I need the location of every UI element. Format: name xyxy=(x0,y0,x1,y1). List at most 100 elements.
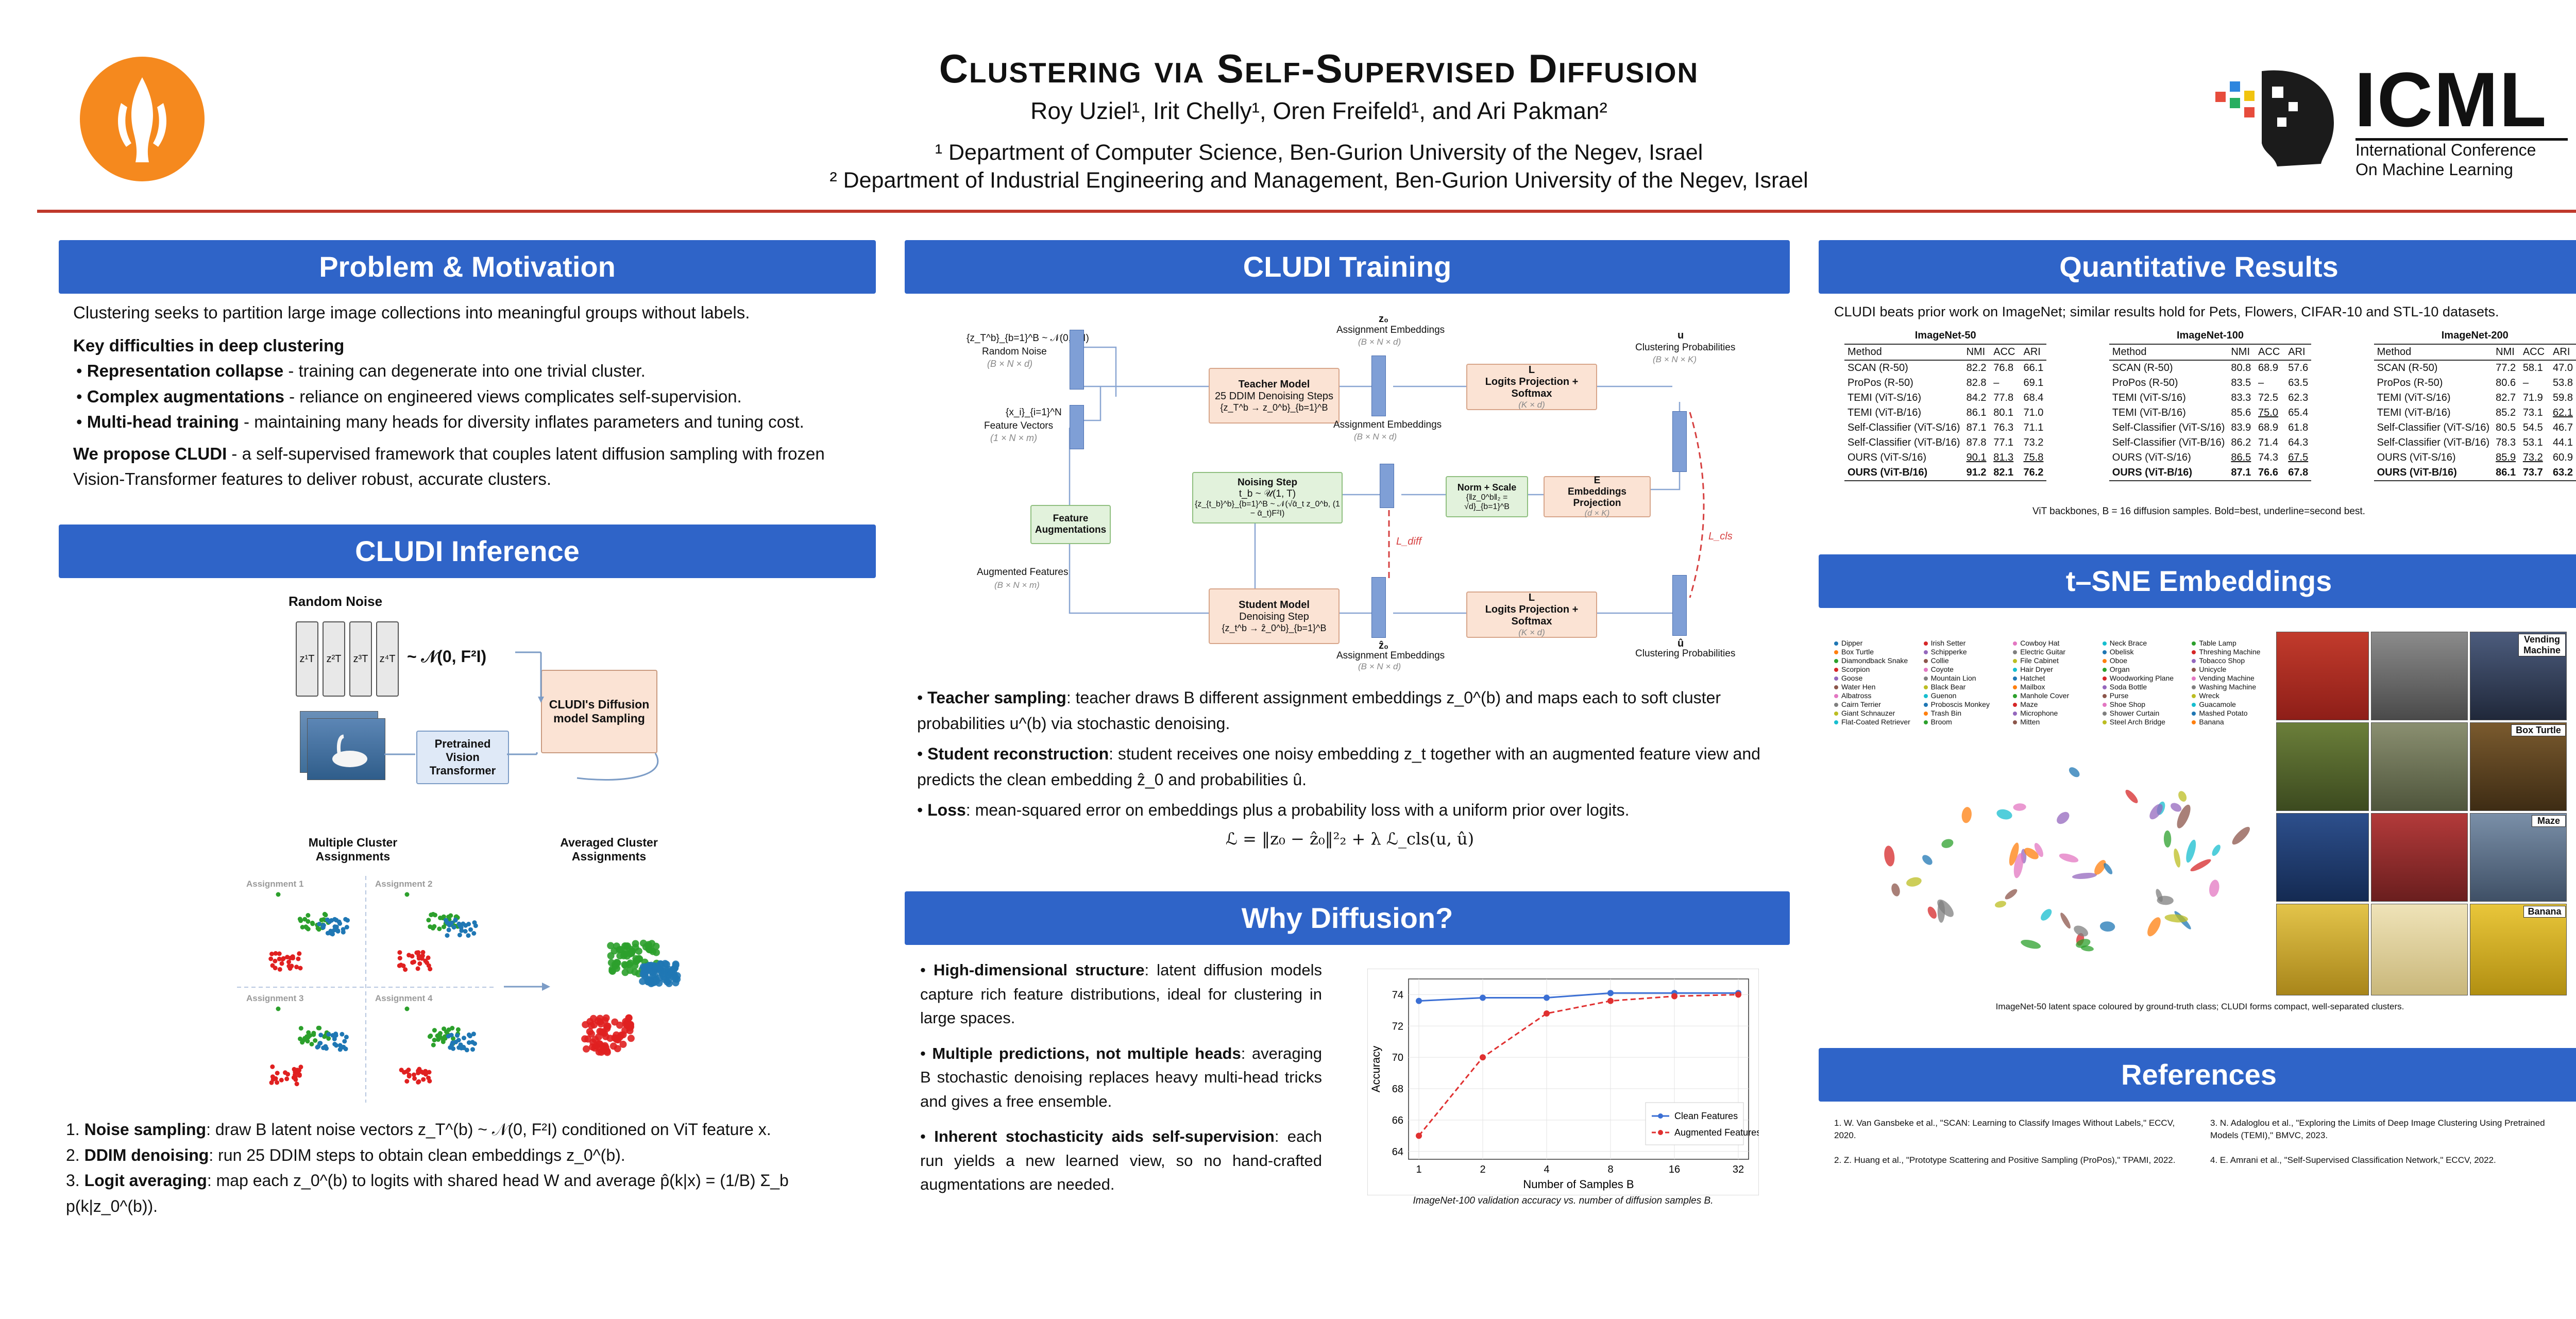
legend-entry: Organ xyxy=(2102,665,2188,674)
averaged-point xyxy=(622,942,630,950)
assignment-point xyxy=(420,950,426,955)
table-cell: 87.1 xyxy=(1966,422,1987,433)
legend-label: Banana xyxy=(2199,718,2224,726)
difficulty-item: • Multi-head training - maintaining many… xyxy=(76,412,804,431)
tsne-cluster xyxy=(2024,848,2039,859)
augmented-features-label: Augmented Features xyxy=(977,567,1069,578)
assignment-point xyxy=(412,959,416,965)
tsne-cluster xyxy=(2125,789,2138,803)
tsne-cluster xyxy=(2190,859,2211,872)
problem-heading: Problem & Motivation xyxy=(59,240,876,294)
data-point xyxy=(1480,1054,1486,1061)
legend-dot xyxy=(2192,720,2196,724)
assignment-point xyxy=(289,963,294,969)
tsne-cluster xyxy=(2059,853,2079,863)
assignment-point xyxy=(442,1026,447,1031)
turtle-label: Box Turtle xyxy=(2511,724,2566,736)
assignment-embeddings-mid: Assignment Embeddings xyxy=(1333,419,1442,430)
proposal: We propose CLUDI - a self-supervised fra… xyxy=(73,444,825,489)
legend-label: Washing Machine xyxy=(2199,683,2257,691)
legend-entry: Broom xyxy=(1923,718,2009,726)
table-cell: 63.2 xyxy=(2550,465,2576,481)
table-cell: 54.5 xyxy=(2522,422,2543,433)
averaged-point xyxy=(648,940,656,948)
table-cell: 86.1 xyxy=(2493,465,2520,481)
assignment-point xyxy=(411,1072,416,1077)
u-tensor-bar xyxy=(1672,411,1687,472)
legend-label: Schipperke xyxy=(1930,648,1967,656)
legend-entry: Obelisk xyxy=(2102,648,2188,656)
turtle-photo-2 xyxy=(2371,722,2468,811)
assignment-point xyxy=(276,1006,281,1011)
legend-entry: Washing Machine xyxy=(2192,683,2277,691)
bullet-item: • Teacher sampling: teacher draws B diff… xyxy=(917,688,1721,733)
problem-section: Clustering seeks to partition large imag… xyxy=(73,300,867,492)
averaged-point xyxy=(626,967,634,974)
legend-dot xyxy=(2192,650,2196,654)
tsne-caption: ImageNet-50 latent space coloured by gro… xyxy=(1995,1002,2404,1011)
assignment-point xyxy=(279,961,284,966)
assignment-point xyxy=(315,1045,320,1050)
table-cell: Self-Classifier (ViT-B/16) xyxy=(2112,437,2225,448)
table-header-cell: NMI xyxy=(2493,344,2520,361)
legend-entry: Guacamole xyxy=(2192,700,2277,709)
assignment-point xyxy=(318,1033,324,1038)
data-point xyxy=(1607,990,1614,996)
icml-subtitle-2: On Machine Learning xyxy=(2355,160,2513,179)
legend-entry: Shower Curtain xyxy=(2102,709,2188,718)
tsne-plot xyxy=(1855,737,2277,974)
legend-label: Hair Dryer xyxy=(2020,665,2053,673)
legend-dot xyxy=(2013,677,2018,681)
table-cell: 87.1 xyxy=(2228,465,2256,481)
assignment-point xyxy=(446,927,451,933)
table-cell: 86.5 xyxy=(2231,452,2251,463)
tsne-cluster xyxy=(2212,844,2221,856)
legend-label: Guacamole xyxy=(2199,700,2236,708)
legend-dot xyxy=(1923,685,1928,689)
assignment-point xyxy=(397,956,402,961)
bullet-item: • Multiple predictions, not multiple hea… xyxy=(920,1044,1322,1110)
assignment-point xyxy=(428,924,433,929)
turtle-photo-3 xyxy=(2470,722,2567,811)
tsne-cluster xyxy=(2076,939,2091,948)
bullet-item: • Student reconstruction: student receiv… xyxy=(917,745,1760,789)
poster-title: Clustering via Self-Supervised Diffusion xyxy=(939,46,1699,91)
table-cell: ProPos (R-50) xyxy=(1848,377,1913,388)
legend-entry: Guenon xyxy=(1923,691,2009,700)
assignment-point xyxy=(284,1076,290,1081)
legend-entry: Manhole Cover xyxy=(2013,691,2098,700)
clustering-probs-top: Clustering Probabilities xyxy=(1635,342,1736,353)
legend-label: Collie xyxy=(1930,656,1949,665)
legend-entry: Mailbox xyxy=(2013,683,2098,691)
table-cell: OURS (ViT-B/16) xyxy=(2109,465,2228,481)
legend-entry: Oboe xyxy=(2102,656,2188,665)
table-row: ProPos (R-50)80.6–53.8 xyxy=(2374,376,2576,391)
legend-label: Maze xyxy=(2020,700,2038,708)
table-cell: 85.2 xyxy=(2496,407,2516,418)
table-cell: TEMI (ViT-S/16) xyxy=(1848,392,1921,403)
data-point xyxy=(1607,997,1614,1004)
assignment-point xyxy=(306,919,311,924)
legend-dot xyxy=(1923,677,1928,681)
assignment-1-label: Assignment 1 xyxy=(246,879,304,889)
noise-latent-2: z²T xyxy=(323,621,345,697)
legend-dot xyxy=(2013,659,2018,663)
table-cell: 82.2 xyxy=(1966,362,1987,374)
legend-label: Mitten xyxy=(2020,718,2040,726)
table-cell: 68.4 xyxy=(2023,392,2044,403)
assignment-point xyxy=(468,927,473,932)
assignment-point xyxy=(344,925,349,929)
averaged-point xyxy=(628,950,635,957)
step-item: 3. Logit averaging: map each z_0^(b) to … xyxy=(66,1171,789,1215)
legend-dot xyxy=(1923,712,1928,716)
assignment-point xyxy=(311,1030,316,1036)
assignment-point xyxy=(293,1070,298,1075)
z0hat-tensor-bar xyxy=(1371,577,1386,638)
